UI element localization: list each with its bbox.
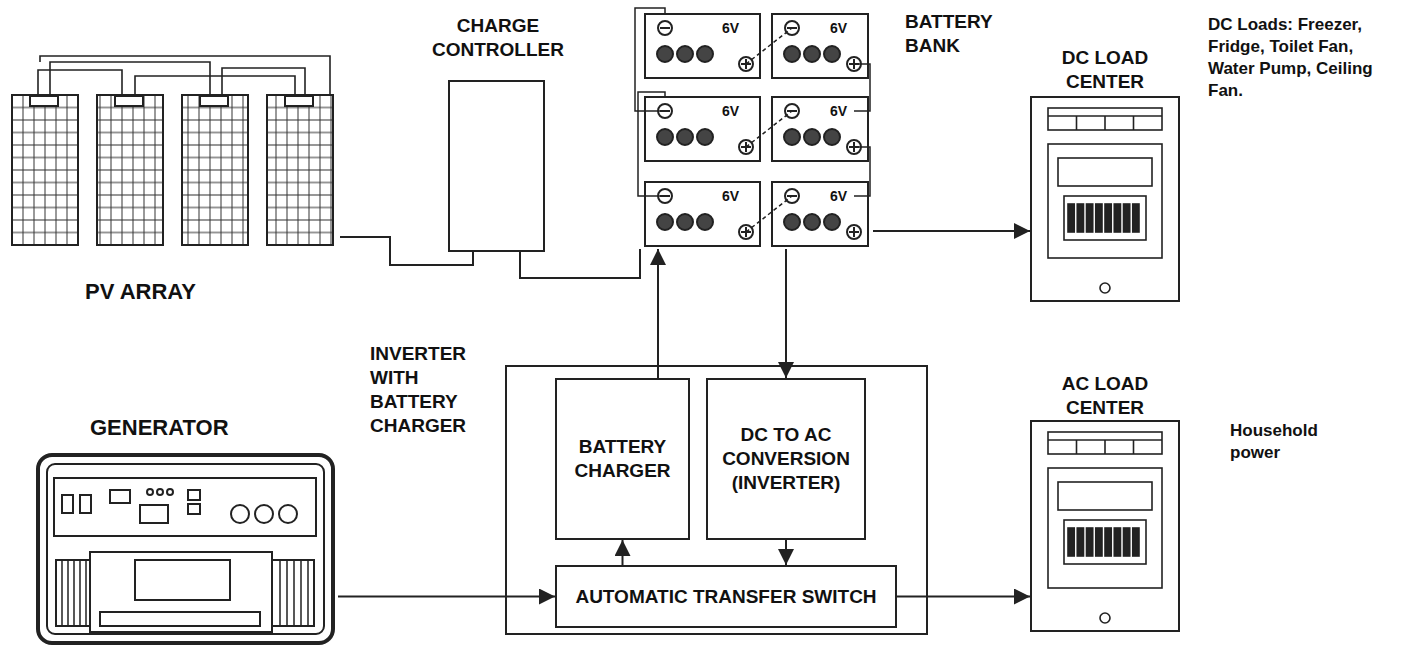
battery [645,97,760,161]
battery [645,14,760,78]
battery-voltage: 6V [722,102,752,120]
battery-link [635,8,665,111]
flow-arrow [785,540,787,565]
flow-arrow [657,249,659,378]
node-label: DC TO AC CONVERSION (INVERTER) [714,423,858,495]
battery-link [746,196,792,232]
battery-voltage: 6V [830,102,860,120]
wire [520,249,640,278]
node-label: AC LOAD CENTER [1030,372,1180,420]
transfer-switch-box: AUTOMATIC TRANSFER SWITCH [555,565,897,628]
node-label: PV ARRAY [85,278,305,305]
inverter-box: DC TO AC CONVERSION (INVERTER) [706,378,866,540]
ac-load-center: AC LOAD CENTER [1030,420,1180,632]
charge-controller: CHARGE CONTROLLER [448,80,545,252]
pv-array: PV ARRAY [10,95,340,247]
panel-detail [1048,432,1162,623]
battery-link [746,28,792,64]
inverter-unit: INVERTER WITH BATTERY CHARGERBATTERY CHA… [505,365,928,635]
battery-charger-box: BATTERY CHARGER [555,378,690,540]
pv-panels [12,95,333,245]
ac-loads-note: Household power [1230,420,1350,464]
node-label: BATTERY CHARGER [563,435,682,483]
battery-voltage: 6V [722,187,752,205]
battery-voltage: 6V [830,187,860,205]
battery-link [638,92,665,196]
node-label: DC LOAD CENTER [1030,46,1180,94]
battery-link [854,147,870,196]
flow-arrow [897,596,1030,598]
battery-voltage: 6V [722,19,752,37]
node-label: AUTOMATIC TRANSFER SWITCH [575,585,876,609]
node-label: CHARGE CONTROLLER [408,14,588,62]
generator: GENERATOR [30,450,338,648]
battery-bank: BATTERY BANK [628,12,873,249]
flow-arrow [622,540,624,565]
battery [772,14,868,78]
battery [772,97,868,161]
node-label: INVERTER WITH BATTERY CHARGER [370,342,495,438]
battery [645,182,760,246]
pv-wiring [38,56,330,96]
flow-arrow [873,230,1030,232]
flow-arrow [785,249,787,378]
flow-arrow [338,596,555,598]
dc-loads-note: DC Loads: Freezer, Fridge, Toilet Fan, W… [1208,14,1386,102]
battery-link [854,64,870,111]
panel-detail [1048,108,1162,293]
generator-drawing [38,455,333,643]
battery-voltage: 6V [830,19,860,37]
node-label: BATTERY BANK [905,10,1020,58]
dc-load-center: DC LOAD CENTER [1030,96,1180,302]
battery-drawing [635,8,870,246]
battery-link [746,111,792,147]
load-center-drawing [1048,108,1162,623]
battery [772,182,868,246]
node-label: GENERATOR [90,414,290,441]
